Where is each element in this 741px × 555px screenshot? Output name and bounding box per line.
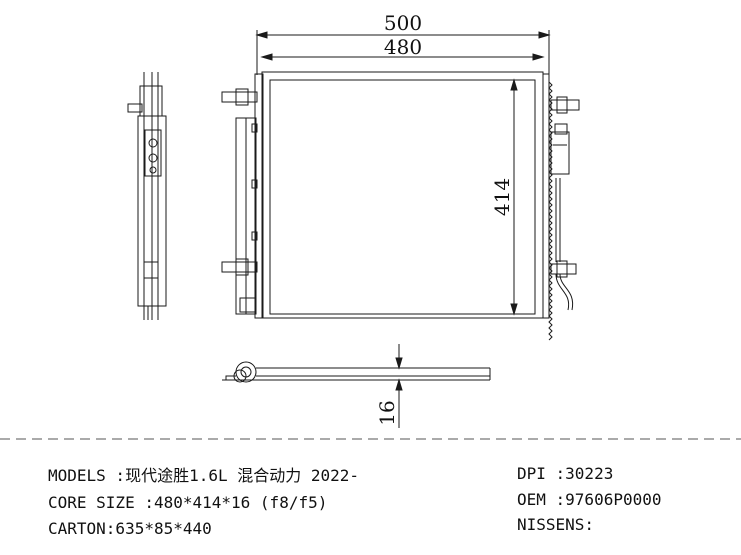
carton-line: CARTON:635*85*440 (48, 519, 212, 538)
core-width-label: 480 (384, 35, 422, 59)
dimension-overall-width: 500 (255, 11, 551, 75)
core-size-line: CORE SIZE :480*414*16 (f8/f5) (48, 493, 328, 512)
condenser-front-view (221, 71, 580, 341)
dimension-core-width: 480 (260, 35, 545, 61)
dpi-line: DPI :30223 (517, 464, 614, 483)
nissens-line: NISSENS: (517, 515, 595, 534)
dimension-core-height: 414 (490, 78, 518, 316)
overall-width-label: 500 (384, 11, 422, 35)
core-height-label: 414 (490, 178, 514, 216)
thickness-label: 16 (375, 400, 399, 425)
oem-line: OEM :97606P0000 (517, 490, 662, 509)
dimension-thickness: 16 (375, 344, 403, 428)
models-line: MODELS :现代途胜1.6L 混合动力 2022- (48, 466, 360, 485)
condenser-section-view (222, 361, 491, 383)
condenser-side-view (127, 72, 167, 320)
